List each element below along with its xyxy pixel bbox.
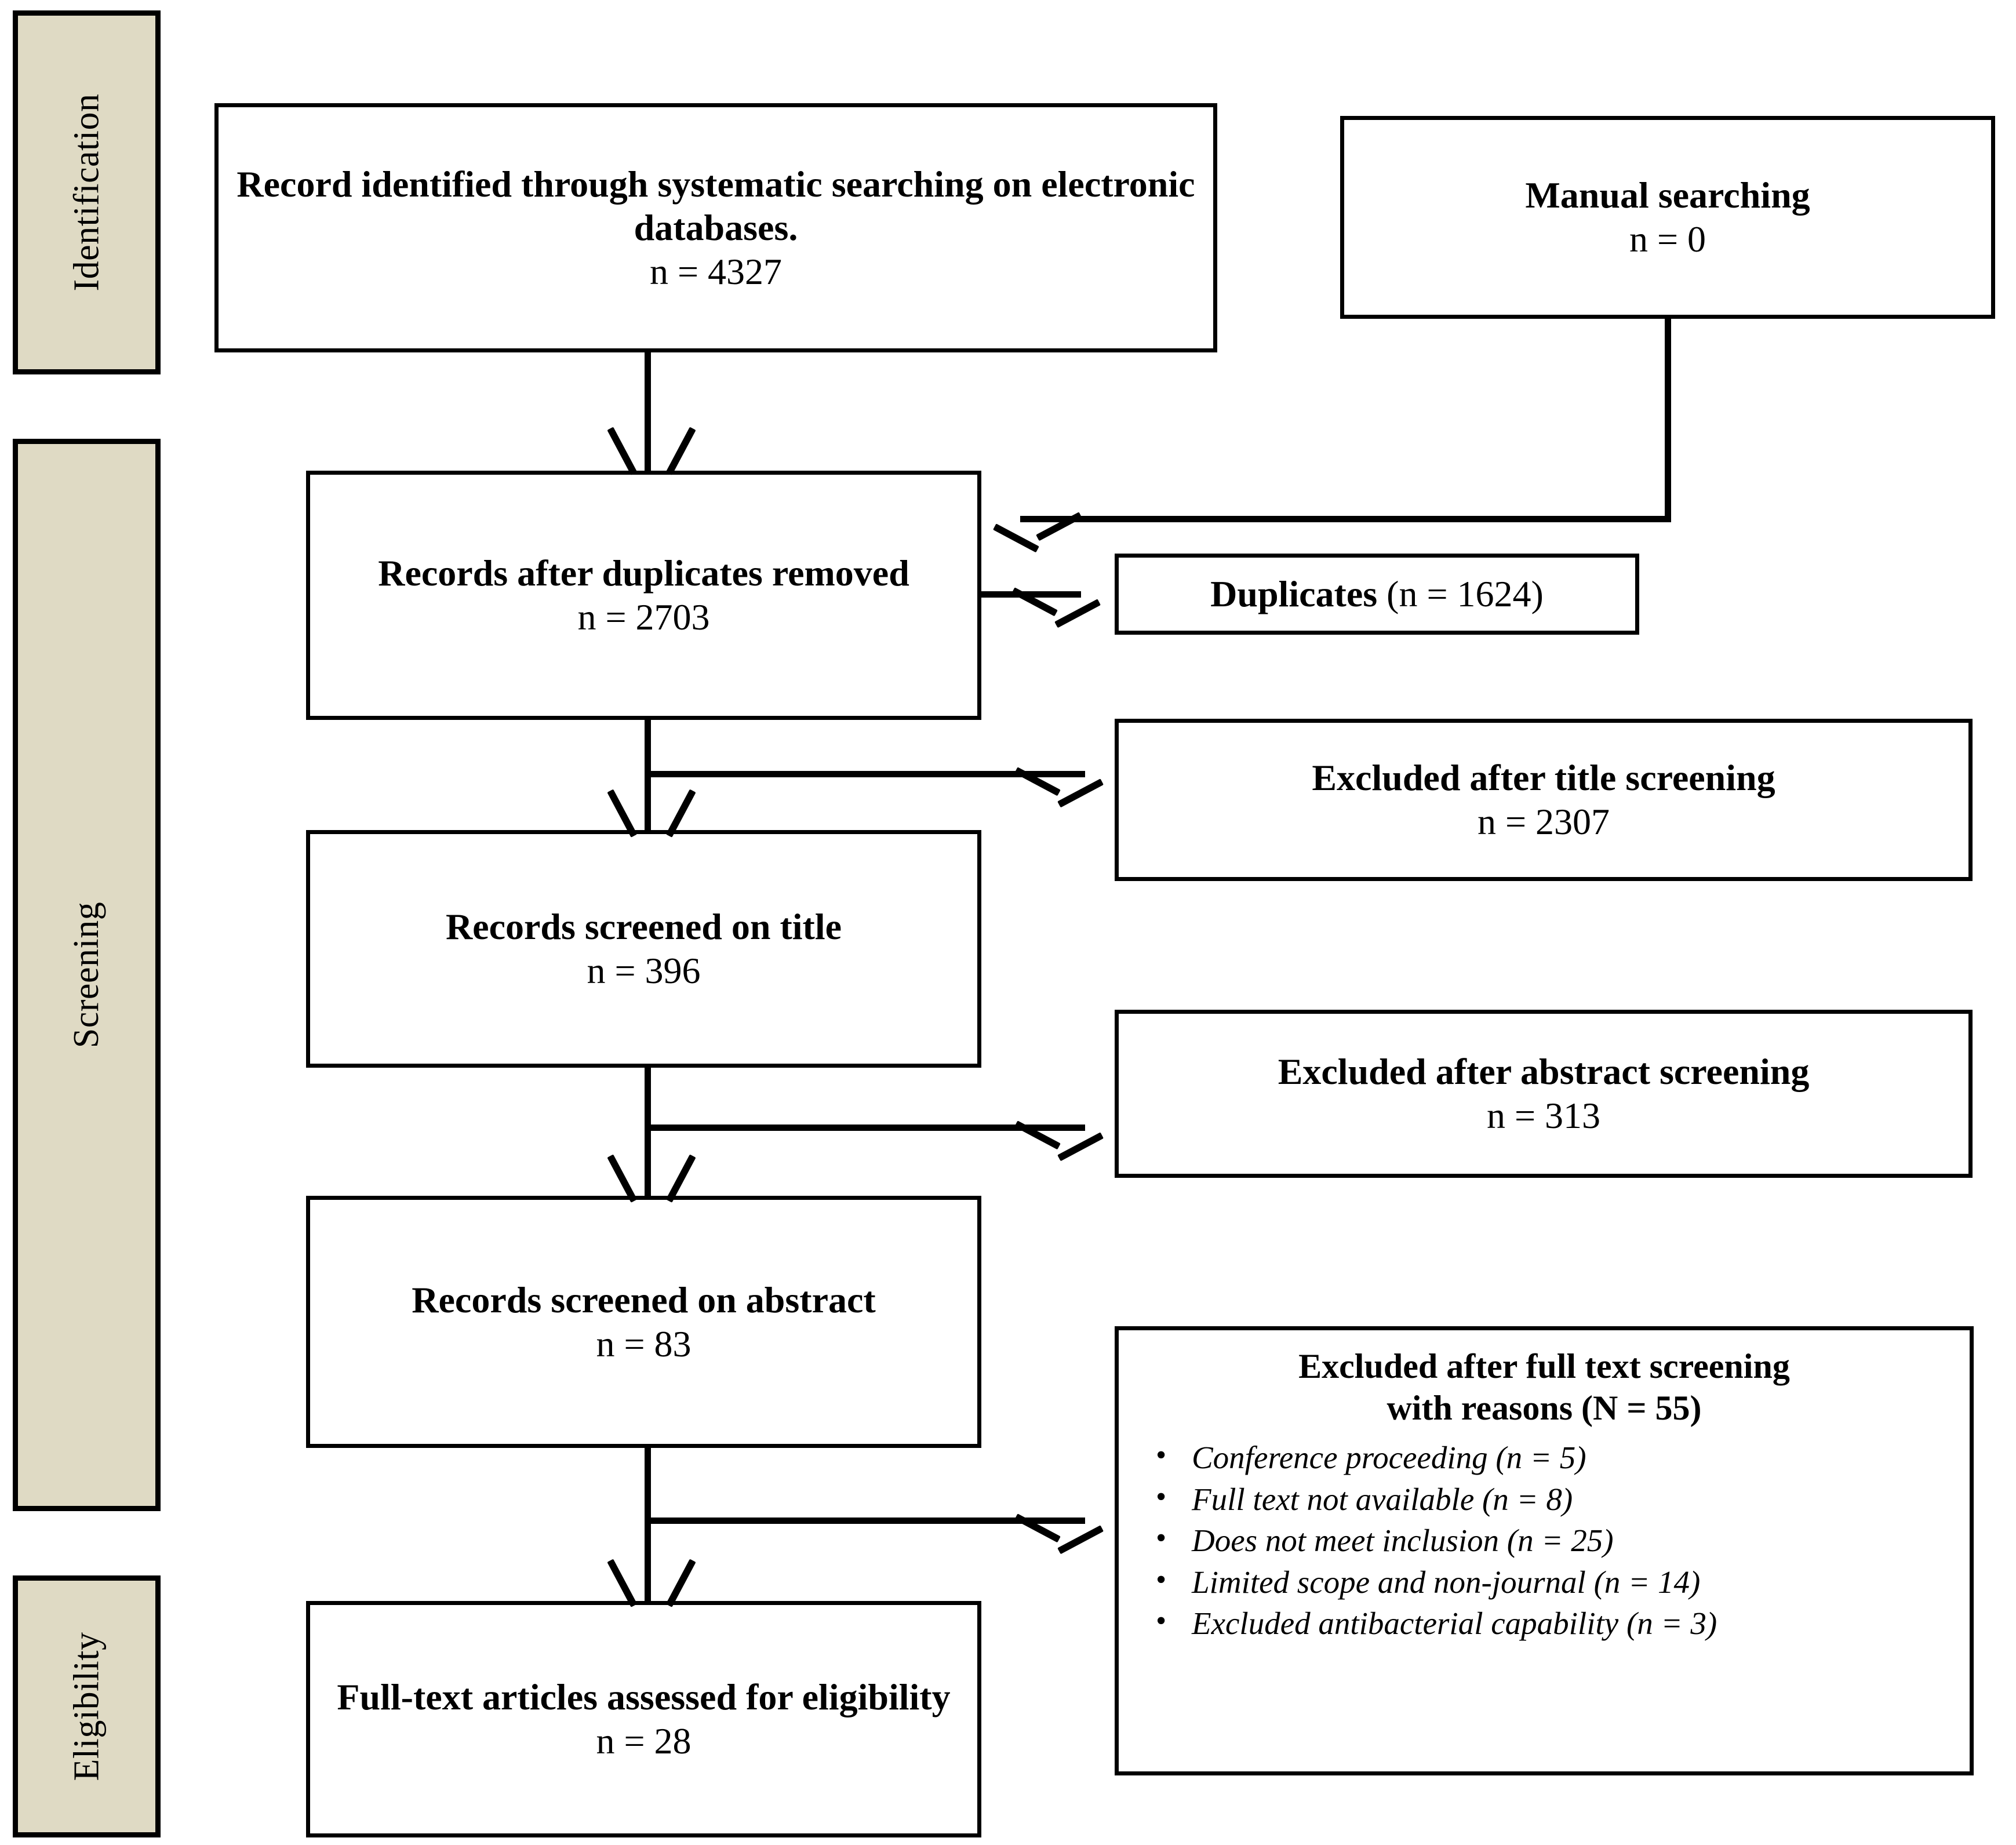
node-excluded-title-title: Excluded after title screening xyxy=(1312,757,1775,799)
node-excluded-abstract: Excluded after abstract screening n = 31… xyxy=(1115,1010,1973,1178)
connector-manual-down xyxy=(1665,318,1671,522)
connector-title-to-abstract xyxy=(645,1067,651,1199)
node-after-duplicates: Records after duplicates removed n = 270… xyxy=(306,471,981,720)
node-fulltext-assessed-count: n = 28 xyxy=(596,1720,692,1762)
node-fulltext-assessed: Full-text articles assessed for eligibil… xyxy=(306,1601,981,1837)
connector-manual-to-dedup xyxy=(1020,516,1668,522)
node-screened-abstract-count: n = 83 xyxy=(596,1323,692,1364)
list-item: Conference proceeding (n = 5) xyxy=(1148,1436,1964,1479)
node-manual-search-title: Manual searching xyxy=(1525,174,1810,216)
node-manual-search: Manual searching n = 0 xyxy=(1340,116,1995,319)
phase-band-identification: Identification xyxy=(13,10,161,374)
phase-band-eligibility: Eligibility xyxy=(13,1575,161,1837)
node-duplicates: Duplicates (n = 1624) xyxy=(1115,554,1639,635)
node-screened-abstract: Records screened on abstract n = 83 xyxy=(306,1196,981,1448)
node-excluded-fulltext-header-line2: with reasons (N = 55) xyxy=(1387,1389,1702,1427)
node-excluded-title-count: n = 2307 xyxy=(1477,801,1610,842)
node-excluded-abstract-count: n = 313 xyxy=(1486,1095,1601,1136)
node-screened-abstract-title: Records screened on abstract xyxy=(412,1279,876,1320)
phase-band-screening: Screening xyxy=(13,439,161,1511)
phase-label-identification: Identification xyxy=(67,93,107,292)
list-item: Excluded antibacterial capability (n = 3… xyxy=(1148,1602,1964,1644)
node-after-duplicates-title: Records after duplicates removed xyxy=(378,552,909,594)
node-screened-title-title: Records screened on title xyxy=(445,906,842,948)
exclusion-reasons-list: Conference proceeding (n = 5) Full text … xyxy=(1125,1436,1964,1644)
node-excluded-fulltext: Excluded after full text screening with … xyxy=(1115,1326,1974,1775)
connector-search-to-dedup xyxy=(645,351,651,471)
node-screened-title-count: n = 396 xyxy=(587,950,701,991)
node-excluded-fulltext-header-line1: Excluded after full text screening xyxy=(1298,1347,1790,1385)
list-item: Full text not available (n = 8) xyxy=(1148,1478,1964,1520)
node-duplicates-title: Duplicates xyxy=(1210,573,1378,615)
list-item: Limited scope and non-journal (n = 14) xyxy=(1148,1560,1964,1603)
node-fulltext-assessed-title: Full-text articles assessed for eligibil… xyxy=(337,1676,951,1718)
connector-branch-to-excluded-abstract xyxy=(645,1125,1085,1131)
node-after-duplicates-count: n = 2703 xyxy=(577,596,710,638)
node-systematic-search: Record identified through systematic sea… xyxy=(214,103,1217,352)
phase-label-eligibility: Eligibility xyxy=(67,1632,107,1781)
node-excluded-title: Excluded after title screening n = 2307 xyxy=(1115,719,1973,881)
list-item: Does not meet inclusion (n = 25) xyxy=(1148,1519,1964,1562)
node-duplicates-count: (n = 1624) xyxy=(1387,573,1544,615)
connector-branch-to-excluded-title xyxy=(645,771,1085,777)
phase-label-screening: Screening xyxy=(67,901,107,1049)
connector-abstract-to-fulltext xyxy=(645,1447,651,1603)
node-excluded-abstract-title: Excluded after abstract screening xyxy=(1278,1051,1810,1093)
node-systematic-search-count: n = 4327 xyxy=(649,250,783,292)
connector-dedup-to-duplicates xyxy=(980,591,1081,598)
node-screened-title: Records screened on title n = 396 xyxy=(306,830,981,1068)
node-systematic-search-title: Record identified through systematic sea… xyxy=(236,163,1195,249)
connector-branch-to-excluded-fulltext xyxy=(645,1518,1085,1524)
node-manual-search-count: n = 0 xyxy=(1629,219,1706,260)
